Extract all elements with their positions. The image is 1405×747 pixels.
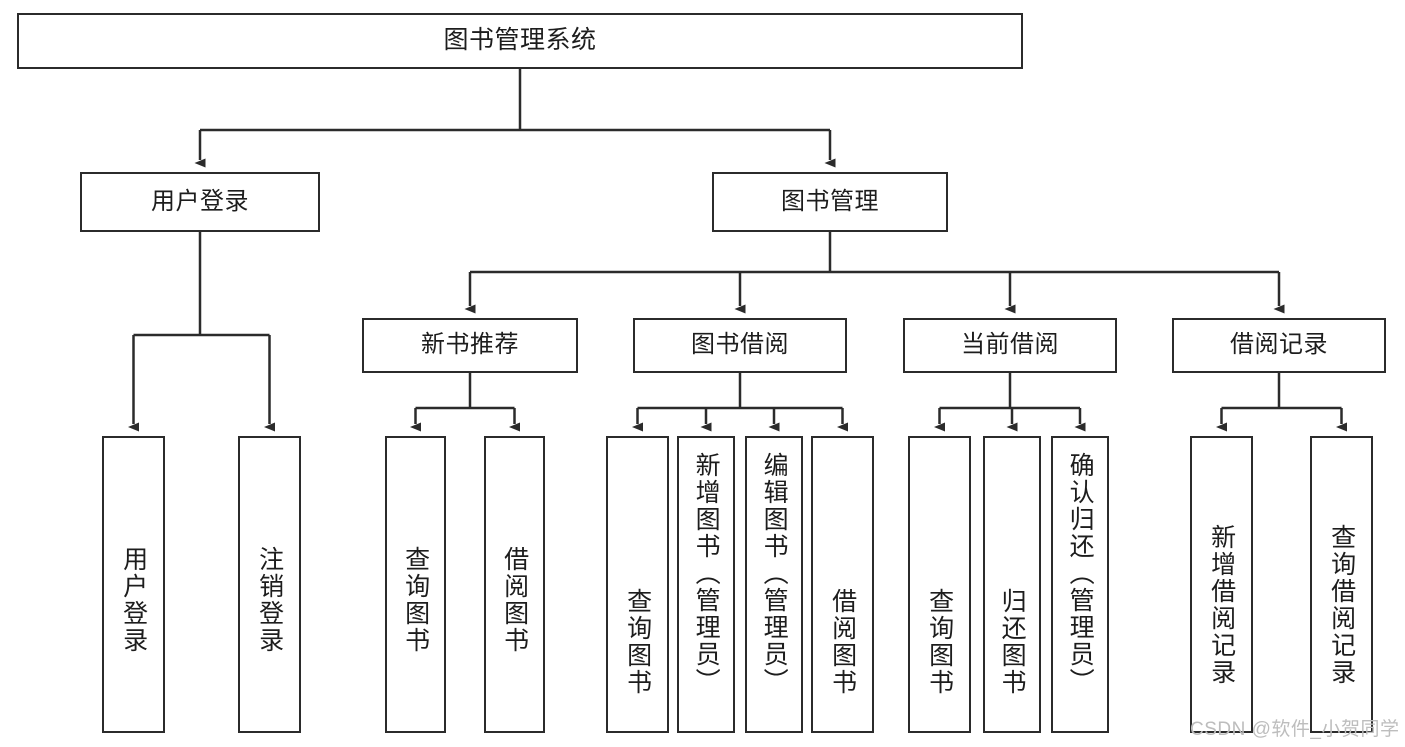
node-leaf-add-book-label: 新增图书（管理员） [692,452,721,695]
node-leaf-borrow-book-bor-label: 借阅图书 [828,588,857,696]
node-leaf-query-book-bor-label: 查询图书 [623,588,652,696]
node-new-book-rec[interactable]: 新书推荐 [362,318,578,373]
node-leaf-query-book-bor[interactable]: 查询图书 [606,436,669,733]
node-leaf-return-book-label: 归还图书 [998,588,1027,696]
node-leaf-user-logout[interactable]: 注销登录 [238,436,301,733]
node-leaf-confirm-return[interactable]: 确认归还（管理员） [1051,436,1109,733]
node-leaf-query-book-cur[interactable]: 查询图书 [908,436,971,733]
csdn-watermark: CSDN @软件_小贺同学 [1190,719,1400,740]
node-book-borrow-label: 图书借阅 [691,331,789,359]
node-current-borrow[interactable]: 当前借阅 [903,318,1117,373]
node-book-borrow[interactable]: 图书借阅 [633,318,847,373]
node-leaf-confirm-return-label: 确认归还（管理员） [1066,452,1095,695]
node-new-book-rec-label: 新书推荐 [421,331,519,359]
node-leaf-add-record[interactable]: 新增借阅记录 [1190,436,1253,733]
node-leaf-add-book[interactable]: 新增图书（管理员） [677,436,735,733]
node-book-manage[interactable]: 图书管理 [712,172,948,232]
node-leaf-add-record-label: 新增借阅记录 [1207,524,1236,686]
node-leaf-edit-book-label: 编辑图书（管理员） [760,452,789,695]
node-user-login-label: 用户登录 [151,187,249,215]
node-leaf-query-book-rec[interactable]: 查询图书 [385,436,446,733]
node-leaf-borrow-book-rec[interactable]: 借阅图书 [484,436,545,733]
node-leaf-user-login[interactable]: 用户登录 [102,436,165,733]
node-user-login[interactable]: 用户登录 [80,172,320,232]
node-leaf-user-logout-label: 注销登录 [255,546,284,654]
node-leaf-edit-book[interactable]: 编辑图书（管理员） [745,436,803,733]
node-leaf-query-record[interactable]: 查询借阅记录 [1310,436,1373,733]
node-leaf-query-record-label: 查询借阅记录 [1327,524,1356,686]
node-leaf-borrow-book-bor[interactable]: 借阅图书 [811,436,874,733]
node-book-manage-label: 图书管理 [781,187,879,215]
node-leaf-query-book-cur-label: 查询图书 [925,588,954,696]
node-leaf-query-book-rec-label: 查询图书 [401,546,430,654]
node-leaf-return-book[interactable]: 归还图书 [983,436,1041,733]
node-borrow-record[interactable]: 借阅记录 [1172,318,1386,373]
node-borrow-record-label: 借阅记录 [1230,331,1328,359]
node-leaf-user-login-label: 用户登录 [119,546,148,654]
node-current-borrow-label: 当前借阅 [961,331,1059,359]
node-leaf-borrow-book-rec-label: 借阅图书 [500,546,529,654]
node-root-label: 图书管理系统 [443,26,597,55]
node-root[interactable]: 图书管理系统 [17,13,1023,69]
